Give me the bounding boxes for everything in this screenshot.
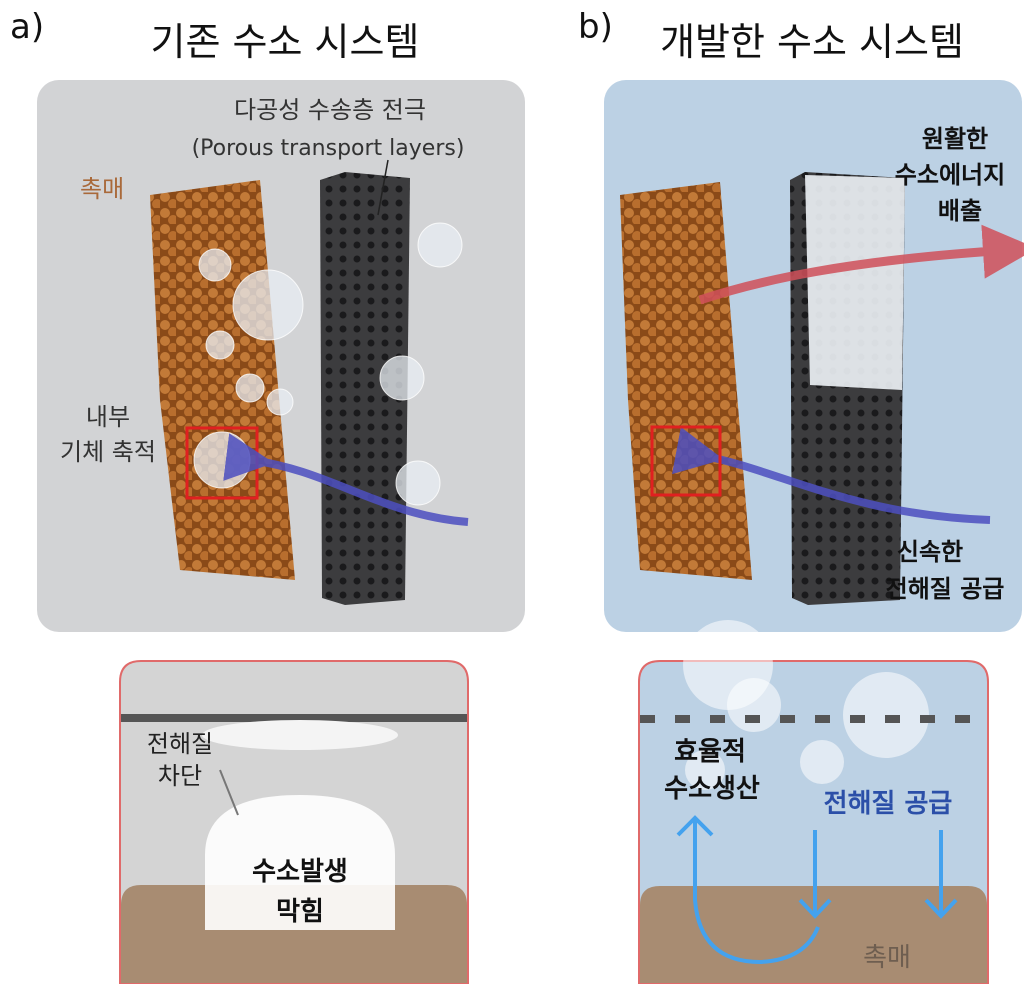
panel-a-title: 기존 수소 시스템 (151, 20, 420, 64)
catalyst-label: 촉매 (80, 175, 124, 203)
gas-bubbles (193, 222, 463, 506)
panel-b-inset: 효율적 수소생산 전해질 공급 촉매 (638, 620, 989, 984)
electrolyte-supply-arrow (671, 426, 991, 524)
coated-layer (805, 175, 905, 390)
electrolyte-supply-arrow-1 (798, 830, 832, 919)
panel-a: a) 기존 수소 시스템 다공성 수송층 전극 (Porous transpor… (10, 7, 525, 632)
panel-a-inset: 전해질 차단 수소발생 막힘 (119, 660, 469, 984)
gas-accumulation-label-1: 내부 (86, 403, 130, 431)
hydrogen-release-arrow (698, 224, 1024, 305)
efficient-production-label-1: 효율적 (674, 737, 746, 767)
porous-transport-layer (320, 172, 410, 605)
ptl-pointer-line (377, 159, 389, 216)
flow-arrows (676, 815, 958, 965)
efficient-production-label-2: 수소생산 (664, 774, 760, 804)
hydrogen-block-label-1: 수소발생 (252, 857, 348, 887)
hydrogen-production-arrow (693, 820, 820, 965)
hydrogen-block-label-2: 막힘 (276, 897, 324, 927)
panel-b-label: b) (578, 7, 613, 47)
panel-a-label: a) (10, 7, 44, 47)
panel-b-title: 개발한 수소 시스템 (660, 20, 964, 64)
panel-b: b) 개발한 수소 시스템 원활한 수소에너지 배출 신속한 전해질 공급 (578, 7, 1024, 632)
supply-label-1: 신속한 (897, 538, 963, 566)
flat-bubble (202, 720, 398, 750)
electrolyte-supply-arrow-2 (924, 830, 958, 919)
ptl-label-en: (Porous transport layers) (192, 136, 465, 161)
zoom-highlight-box-b (650, 425, 722, 497)
supply-label-2: 전해질 공급 (886, 575, 1005, 603)
hydrogen-bubble (205, 795, 395, 930)
release-label-3: 배출 (938, 197, 982, 225)
electrolyte-flow-arrow (223, 433, 469, 526)
inset-supply-label: 전해질 공급 (824, 789, 953, 819)
electrolyte-block-label-1: 전해질 (147, 730, 213, 758)
electrode-line (121, 714, 467, 722)
block-pointer (219, 769, 239, 816)
inset-catalyst-label: 촉매 (863, 943, 911, 973)
ptl-label-ko: 다공성 수송층 전극 (234, 96, 426, 124)
electrolyte-block-label-2: 차단 (158, 762, 202, 790)
release-label-1: 원활한 (922, 125, 988, 153)
release-label-2: 수소에너지 (895, 161, 1005, 189)
gas-accumulation-label-2: 기체 축적 (60, 438, 156, 466)
